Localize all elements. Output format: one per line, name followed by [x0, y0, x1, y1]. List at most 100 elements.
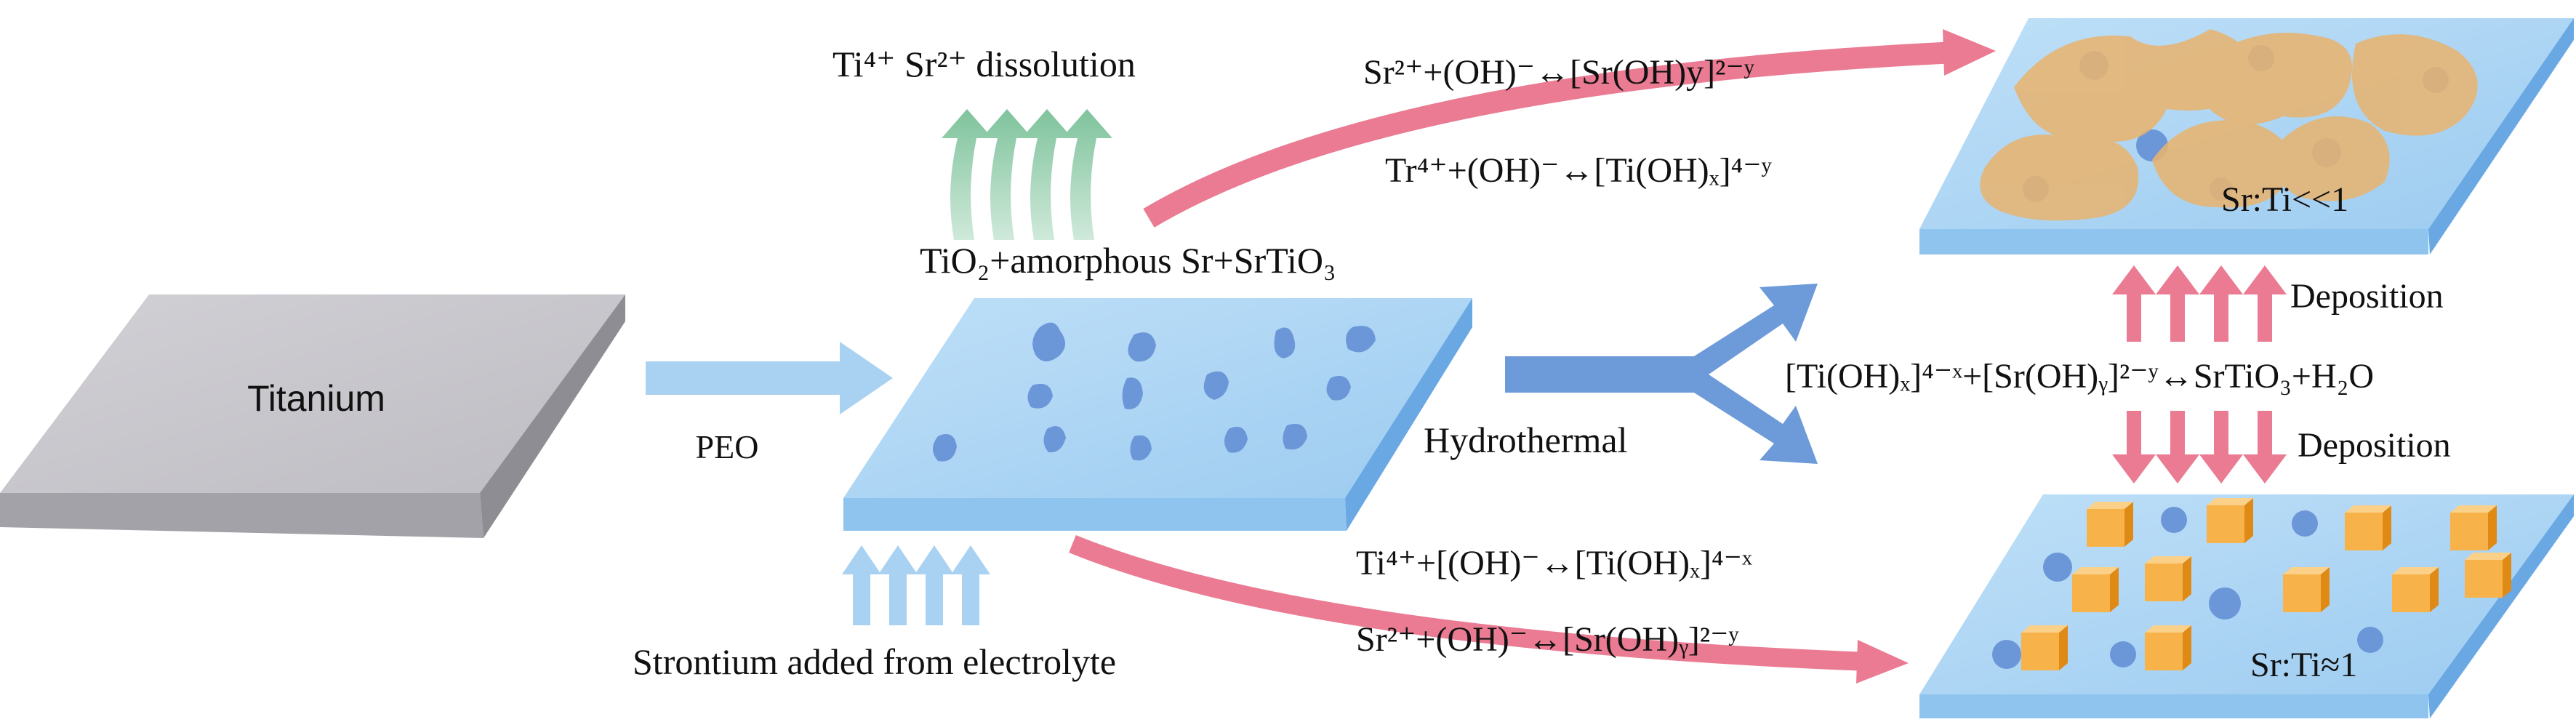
peo-coating-label: TiO₂+amorphous Sr+SrTiO₃ [920, 240, 1336, 281]
particle [1203, 371, 1229, 400]
green-arrow [982, 109, 1032, 240]
titanium-top-face [0, 294, 625, 493]
pink-up-arrow [2243, 265, 2287, 342]
orange-cube [2145, 625, 2191, 670]
lower-pink-arrow-head [1856, 640, 1909, 683]
particle [1326, 375, 1351, 401]
titanium-plate: Titanium [0, 294, 625, 538]
srtio3-cubes [2021, 498, 2511, 670]
light-blue-arrow [878, 545, 918, 625]
strontium-label: Strontium added from electrolyte [633, 641, 1116, 682]
particle [1346, 326, 1376, 353]
orange-cube [2145, 556, 2191, 601]
light-blue-arrow [915, 545, 954, 625]
upper-pink-arrow-head [1943, 29, 1996, 76]
bottom-plate-particles [1992, 507, 2383, 669]
amorphous-blob [2190, 33, 2352, 125]
peo-particles [933, 322, 1376, 462]
amorphous-blob [2152, 120, 2292, 208]
dissolution-arrows: Ti⁴⁺ Sr²⁺ dissolution [832, 44, 1136, 240]
orange-cube [2207, 498, 2253, 543]
deposition-upper-label: Deposition [2290, 277, 2444, 316]
particle [2209, 587, 2241, 619]
pink-down-arrow [2199, 411, 2243, 484]
peo-label: PEO [696, 428, 759, 465]
titanium-side-face [480, 294, 625, 538]
hydrothermal-label: Hydrothermal [1424, 420, 1627, 460]
green-arrow [1062, 109, 1112, 240]
upper-equation-1: Sr²⁺+(OH)⁻↔[Sr(OH)y]²⁻ʸ [1363, 53, 1755, 92]
amorphous-deposits [1980, 29, 2478, 221]
pink-down-arrow [2112, 411, 2156, 484]
particle [2043, 553, 2072, 582]
upper-equation-2: Tr⁴⁺+(OH)⁻↔[Ti(OH)ₓ]⁴⁻ʸ [1385, 151, 1773, 190]
bottom-plate-side-face [2428, 494, 2574, 718]
bottom-result-plate: Sr:Ti≈1 [1919, 494, 2574, 718]
amorphous-blob [1980, 135, 2139, 221]
orange-cube [2087, 502, 2133, 547]
bottom-result-label: Sr:Ti≈1 [2250, 646, 2357, 684]
particle [1130, 435, 1152, 461]
pink-up-arrow [2199, 265, 2243, 342]
particle [2110, 641, 2136, 667]
bottom-plate-top-face [1919, 494, 2574, 694]
peo-plate-front-face [843, 498, 1347, 531]
particle [1027, 383, 1053, 409]
pink-up-arrow [2156, 265, 2199, 342]
bottom-plate-front-face [1919, 694, 2428, 718]
pink-arrows [1069, 29, 1996, 683]
strontium-arrows: Strontium added from electrolyte [633, 545, 1116, 682]
peo-arrow-shape [646, 342, 893, 414]
particle [1992, 640, 2021, 669]
orange-cube [2392, 567, 2439, 612]
orange-cube [2283, 567, 2330, 612]
top-result-plate: Sr:Ti<<1 [1919, 18, 2574, 254]
hydrothermal-arrow [1505, 284, 1818, 464]
lower-equation-1: Ti⁴⁺+[(OH)⁻↔[Ti(OH)ₓ]⁴⁻ˣ [1356, 544, 1752, 582]
amorphous-blob [2352, 34, 2478, 136]
particle [1128, 332, 1156, 362]
deposition-lower-label: Deposition [2298, 426, 2451, 465]
particle [1032, 322, 1066, 362]
green-arrow [1022, 109, 1072, 240]
orange-cube [2465, 553, 2511, 598]
downward-deposition-arrows [2112, 411, 2287, 484]
peo-arrow: PEO [646, 342, 893, 465]
light-blue-arrow [951, 545, 990, 625]
orange-cube [2345, 505, 2391, 550]
top-result-label: Sr:Ti<<1 [2221, 180, 2348, 219]
particle [1224, 427, 1248, 453]
top-plate-side-face [2428, 18, 2574, 254]
upper-pink-arrow-shaft [1143, 41, 1957, 228]
peo-coated-plate [843, 298, 1472, 531]
top-plate-front-face [1919, 229, 2428, 254]
particle [933, 434, 957, 462]
particle [2357, 627, 2383, 653]
particle [1043, 426, 1066, 453]
upward-deposition-arrows [2112, 265, 2287, 342]
light-blue-arrow [842, 545, 881, 625]
orange-cube [2021, 625, 2068, 670]
particle [1283, 424, 1307, 450]
amorphous-blob [2014, 29, 2255, 142]
titanium-front-face [0, 493, 483, 538]
particle [2161, 507, 2187, 533]
lower-pink-arrow-shaft [1069, 534, 1869, 671]
middle-equation: [Ti(OH)ₓ]⁴⁻ˣ+[Sr(OH)ᵧ]²⁻ʸ↔SrTiO₃+H₂O [1785, 357, 2374, 396]
hydrothermal-fork [1505, 284, 1818, 464]
peo-plate-top-face [843, 298, 1472, 498]
peo-plate-side-face [1345, 298, 1472, 531]
particle [2292, 510, 2318, 537]
particle [1122, 377, 1143, 409]
pink-down-arrow [2243, 411, 2287, 484]
amorphous-blob [2271, 116, 2390, 201]
dissolution-label: Ti⁴⁺ Sr²⁺ dissolution [832, 44, 1136, 84]
pink-up-arrow [2112, 265, 2156, 342]
pink-down-arrow [2156, 411, 2199, 484]
titanium-label: Titanium [247, 378, 385, 419]
green-arrow [942, 109, 992, 240]
particle [1274, 327, 1296, 358]
lower-equation-2: Sr²⁺+(OH)⁻↔[Sr(OH)ᵧ]²⁻ʸ [1356, 620, 1740, 659]
